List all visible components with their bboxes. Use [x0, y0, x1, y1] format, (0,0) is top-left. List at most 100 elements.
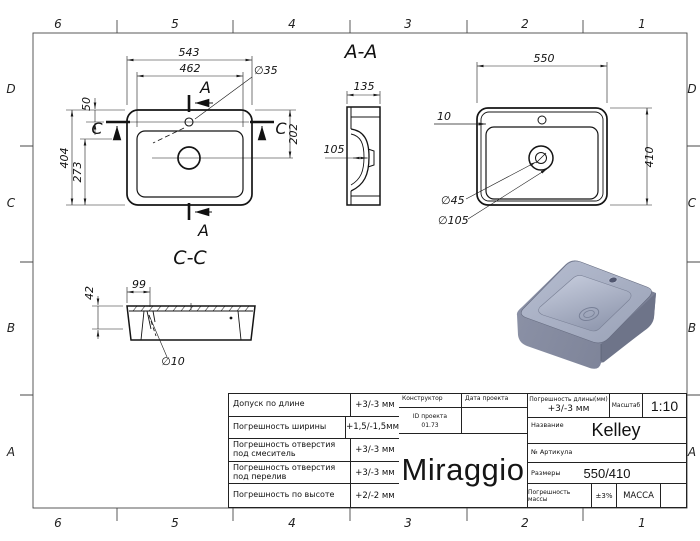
zone-col-top: 3 — [404, 17, 412, 31]
name-label: Название — [531, 421, 564, 429]
dim-105: 105 — [324, 143, 345, 156]
dim-462: 462 — [180, 62, 201, 75]
tolerance-row: Погрешность отверстия под перелив +3/-3 … — [229, 461, 399, 485]
tolerance-value: +3/-3 мм — [355, 444, 395, 455]
dim-d105: ∅105 — [438, 214, 469, 227]
basin-profile-outer — [350, 128, 370, 192]
section-outline — [126, 305, 256, 341]
zone-col-bottom: 4 — [288, 516, 296, 530]
zone-col-bottom: 3 — [404, 516, 412, 530]
leader-d10-dashed — [148, 314, 157, 337]
sheet-frame — [20, 20, 700, 521]
length-tolerance-label: Погрешность длины(мм) — [529, 396, 608, 403]
view-section-cc — [126, 303, 256, 341]
name-row: Название Kelley — [528, 418, 686, 444]
scale-label: Масштаб — [610, 394, 643, 417]
faucet-hole — [537, 115, 547, 125]
drain-profile — [367, 148, 375, 168]
section-outline — [346, 106, 381, 206]
title-block: Допуск по длине +3/-3 мм Погрешность шир… — [228, 393, 687, 508]
view-section-aa — [346, 106, 381, 206]
size-row: Размеры 550/410 — [528, 463, 686, 484]
dim-10: 10 — [437, 110, 451, 123]
mass-label: МАССА — [617, 484, 661, 507]
tolerance-label: Погрешность ширины — [229, 416, 347, 439]
mass-tolerance-value: ±3% — [592, 484, 617, 507]
dim-410: 410 — [643, 147, 656, 168]
zone-row-right: B — [687, 321, 697, 335]
zone-row-right: D — [687, 82, 697, 96]
brand-logo: Miraggio — [401, 452, 525, 487]
view-plan-right — [476, 107, 608, 206]
overflow-hole-lines — [146, 310, 156, 330]
basin-outline — [136, 130, 244, 198]
dim-42: 42 — [83, 286, 96, 300]
tolerance-row: Погрешность отверстия под смеситель +3/-… — [229, 439, 399, 462]
tolerance-row: Погрешность ширины +1,5/-1,5мм — [229, 416, 399, 440]
dim-d35: ∅35 — [254, 64, 278, 77]
tolerance-row: Погрешность по высоте +2/-2 мм — [229, 484, 399, 507]
frame-ticks-bottom — [116, 508, 584, 521]
zone-row-left: A — [6, 445, 16, 459]
section-cc-dimensions — [92, 287, 168, 358]
zone-col-bottom: 6 — [54, 516, 62, 530]
tolerance-table: Допуск по длине +3/-3 мм Погрешность шир… — [229, 394, 399, 507]
frame-ticks-left — [20, 145, 33, 396]
dim-404: 404 — [58, 148, 71, 169]
zone-row-right: A — [687, 445, 697, 459]
mass-tolerance-label: Погрешность массы — [528, 484, 592, 507]
mass-value-cell — [661, 484, 686, 507]
sink-right-face — [601, 293, 656, 363]
extension-lines — [476, 62, 652, 206]
zone-row-right: C — [687, 196, 697, 210]
zone-col-top: 5 — [171, 17, 179, 31]
section-label-a-top: A — [199, 78, 211, 97]
zone-col-top: 4 — [288, 17, 296, 31]
faucet-hole-3d — [608, 276, 618, 284]
frame-ticks-top — [116, 20, 584, 33]
leader-faucet-dashed — [152, 127, 185, 144]
sku-row: № Артикула — [528, 444, 686, 463]
tolerance-value: +3/-3 мм — [355, 467, 395, 478]
extension-lines — [346, 91, 381, 104]
frame-ticks-right — [687, 145, 700, 396]
basin-outline — [485, 126, 599, 200]
zone-row-left: D — [6, 82, 16, 96]
extension-lines — [92, 305, 123, 330]
project-id-line1: ID проекта — [412, 413, 448, 420]
zone-row-left: B — [6, 321, 16, 335]
dim-202: 202 — [287, 124, 300, 145]
dim-99: 99 — [132, 278, 146, 291]
section-aa-title: A-A — [343, 41, 378, 63]
scale-row: Погрешность длины(мм) +3/-3 мм Масштаб 1… — [528, 394, 686, 418]
zone-col-bottom: 2 — [521, 516, 529, 530]
fixing-dot — [229, 316, 233, 320]
length-tolerance-value: +3/-3 мм — [547, 404, 590, 414]
drain-ring-3d — [578, 307, 600, 321]
sink-3d-render — [516, 260, 656, 369]
extension-lines — [126, 56, 253, 127]
dim-135: 135 — [354, 80, 375, 93]
section-label-c-left: C — [91, 119, 103, 138]
sink-outer-outline — [126, 109, 253, 206]
rim-lines — [351, 116, 380, 197]
leader-d105 — [467, 168, 548, 220]
drain-inner — [535, 152, 547, 164]
zone-col-top: 2 — [521, 17, 529, 31]
view-plan-left — [106, 76, 293, 220]
leader-d10 — [148, 314, 168, 358]
project-id-line2: 01.73 — [421, 422, 439, 429]
drain-slash — [535, 152, 547, 164]
tolerance-label: Погрешность по высоте — [229, 484, 351, 507]
constructor-label: Конструктор — [399, 394, 462, 407]
section-label-c-right: C — [275, 119, 287, 138]
extension-lines — [126, 287, 151, 307]
sink-outer-outline — [476, 107, 608, 206]
mass-row: Погрешность массы ±3% МАССА — [528, 484, 686, 507]
constructor-header-row: Конструктор Дата проекта — [399, 394, 527, 408]
dim-50: 50 — [80, 97, 93, 111]
title-block-right: Погрешность длины(мм) +3/-3 мм Масштаб 1… — [528, 394, 686, 507]
size-value: 550/410 — [583, 465, 631, 481]
dim-273: 273 — [71, 162, 84, 183]
